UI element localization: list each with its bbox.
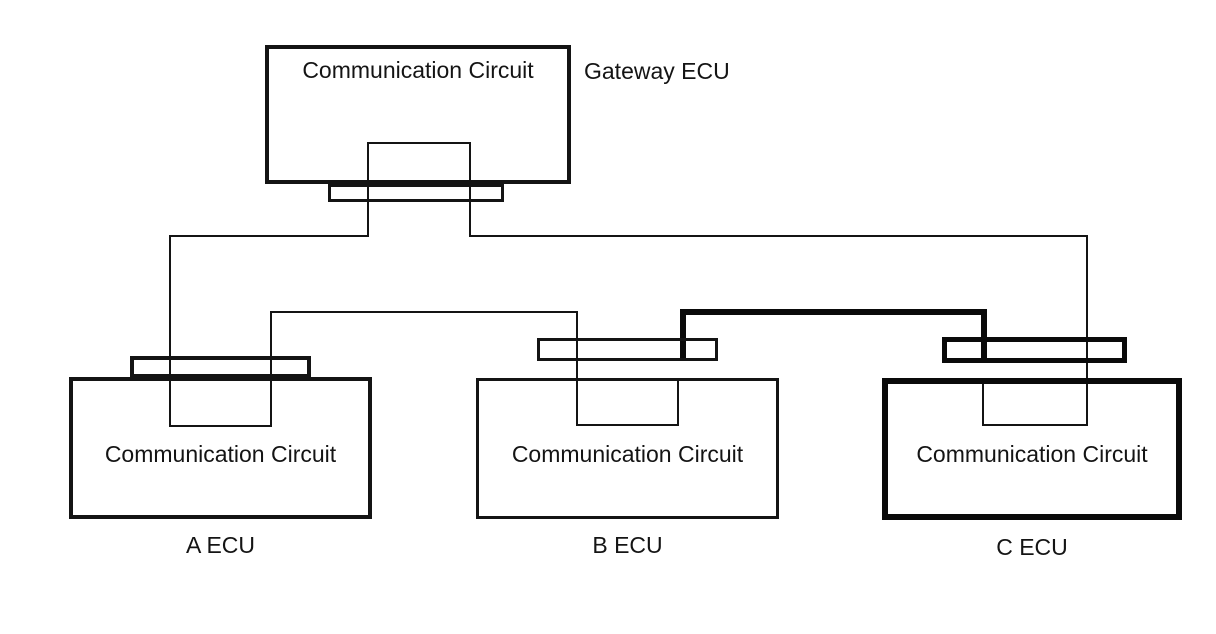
highlighted-bus-wire-b-to-c	[680, 309, 987, 359]
gateway-ecu-name: Gateway ECU	[584, 58, 730, 84]
b-ecu-circuit-label: Communication Circuit	[511, 441, 744, 467]
c-ecu-circuit-label: Communication Circuit	[916, 441, 1148, 467]
b-ecu-box: Communication Circuit	[476, 378, 779, 519]
gateway-circuit-label: Communication Circuit	[302, 57, 534, 83]
a-ecu-box: Communication Circuit	[69, 377, 372, 519]
c-ecu-connector	[942, 337, 1127, 363]
a-ecu-connector	[130, 356, 311, 378]
c-ecu-name: C ECU	[996, 534, 1068, 560]
a-ecu-name: A ECU	[185, 532, 256, 558]
gateway-connector-tab	[367, 142, 471, 236]
wire-gateway-to-a-ecu-and-b-ecu	[169, 235, 679, 427]
a-ecu-circuit-label: Communication Circuit	[104, 441, 337, 467]
gateway-connector	[328, 184, 504, 202]
wire-gateway-to-c-ecu	[469, 235, 1088, 426]
b-ecu-name: B ECU	[592, 532, 663, 558]
b-ecu-connector	[537, 338, 718, 361]
c-ecu-box: Communication Circuit	[882, 378, 1182, 520]
gateway-ecu-box: Communication Circuit	[265, 45, 571, 184]
